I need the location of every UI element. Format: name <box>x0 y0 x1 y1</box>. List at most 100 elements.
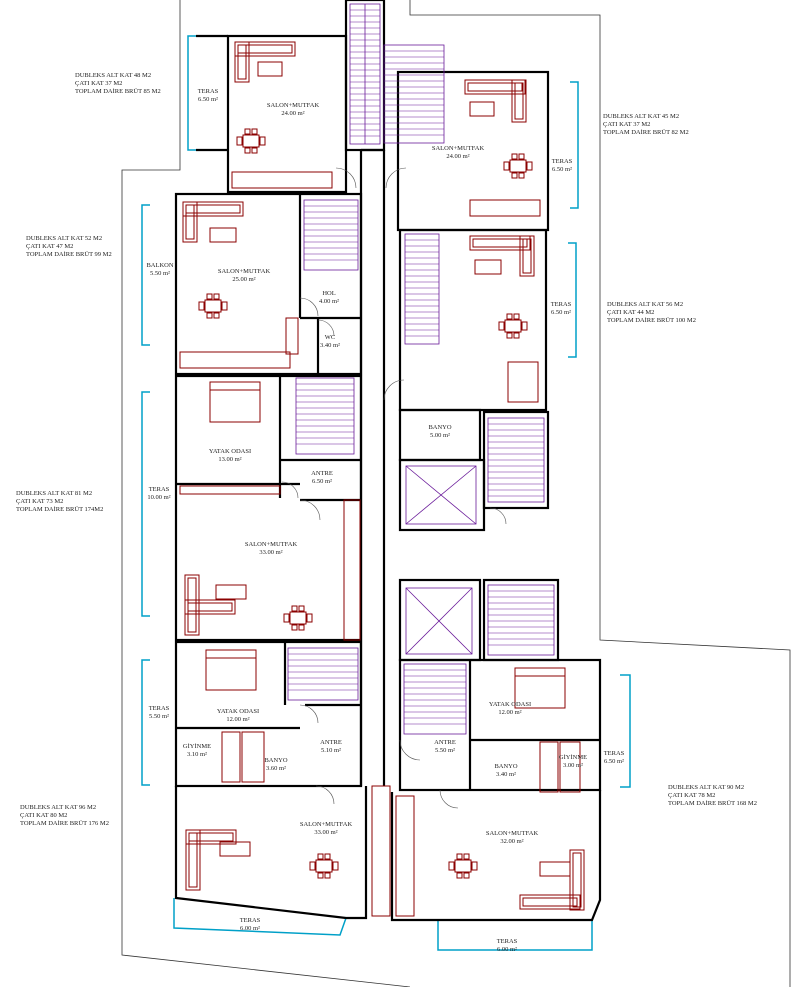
sofa-cushion <box>467 82 523 92</box>
sofa <box>519 894 581 910</box>
chair <box>306 613 313 623</box>
sofa <box>184 574 200 636</box>
chair <box>513 313 520 320</box>
sofa <box>569 849 585 911</box>
sofa <box>519 235 535 277</box>
sofa <box>185 829 237 845</box>
dining-table <box>315 859 333 873</box>
glass-railings <box>141 35 631 951</box>
door-swings <box>281 167 507 809</box>
kitchen-counter <box>231 171 333 189</box>
chair <box>206 312 213 319</box>
elevators <box>405 465 477 655</box>
kitchen-counter <box>285 317 299 355</box>
chair <box>213 312 220 319</box>
kitchen-counter <box>395 795 415 917</box>
dining-table <box>504 319 522 333</box>
chair <box>251 128 258 135</box>
chair <box>251 147 258 154</box>
sofa-cushion <box>572 852 582 908</box>
sofa <box>182 201 244 217</box>
sofa <box>182 201 198 243</box>
sofa <box>234 41 296 57</box>
coffee-table <box>539 861 571 877</box>
coffee-table <box>469 101 495 117</box>
sofa <box>469 235 531 251</box>
chair <box>503 161 510 171</box>
chair <box>456 853 463 860</box>
kitchen-counter <box>539 741 559 793</box>
chair <box>244 128 251 135</box>
chair <box>513 332 520 339</box>
chair <box>463 872 470 879</box>
sofa-cushion <box>188 832 234 842</box>
kitchen-counter <box>179 485 281 495</box>
sofa-cushion <box>187 577 197 633</box>
bed <box>514 667 566 709</box>
chair <box>518 172 525 179</box>
chair <box>317 872 324 879</box>
chair <box>448 861 455 871</box>
chair <box>511 172 518 179</box>
sofa <box>234 41 250 83</box>
coffee-table <box>209 227 237 243</box>
chair <box>526 161 533 171</box>
chair <box>244 147 251 154</box>
dining-table <box>242 134 260 148</box>
coffee-table <box>219 841 251 857</box>
chair <box>332 861 339 871</box>
sofa-cushion <box>522 238 532 274</box>
sofa <box>464 79 526 95</box>
sofa-cushion <box>514 82 524 120</box>
chair <box>506 332 513 339</box>
furniture <box>179 41 585 917</box>
dining-table <box>289 611 307 625</box>
coffee-table <box>257 61 283 77</box>
sofa-cushion <box>522 897 578 907</box>
chair <box>498 321 505 331</box>
dining-table <box>204 299 222 313</box>
chair <box>298 605 305 612</box>
site-boundary-right <box>409 0 791 987</box>
bed <box>209 381 261 423</box>
chair <box>298 624 305 631</box>
kitchen-counter <box>343 499 361 641</box>
sofa <box>185 829 201 891</box>
chair <box>518 153 525 160</box>
chair <box>291 605 298 612</box>
chair <box>236 136 243 146</box>
kitchen-counter <box>559 741 581 793</box>
kitchen-counter <box>371 785 391 917</box>
site-boundary <box>121 0 411 987</box>
chair <box>324 853 331 860</box>
chair <box>506 313 513 320</box>
chair <box>309 861 316 871</box>
sofa-cushion <box>187 602 233 612</box>
sofa-cushion <box>237 44 247 80</box>
sofa <box>511 79 527 123</box>
